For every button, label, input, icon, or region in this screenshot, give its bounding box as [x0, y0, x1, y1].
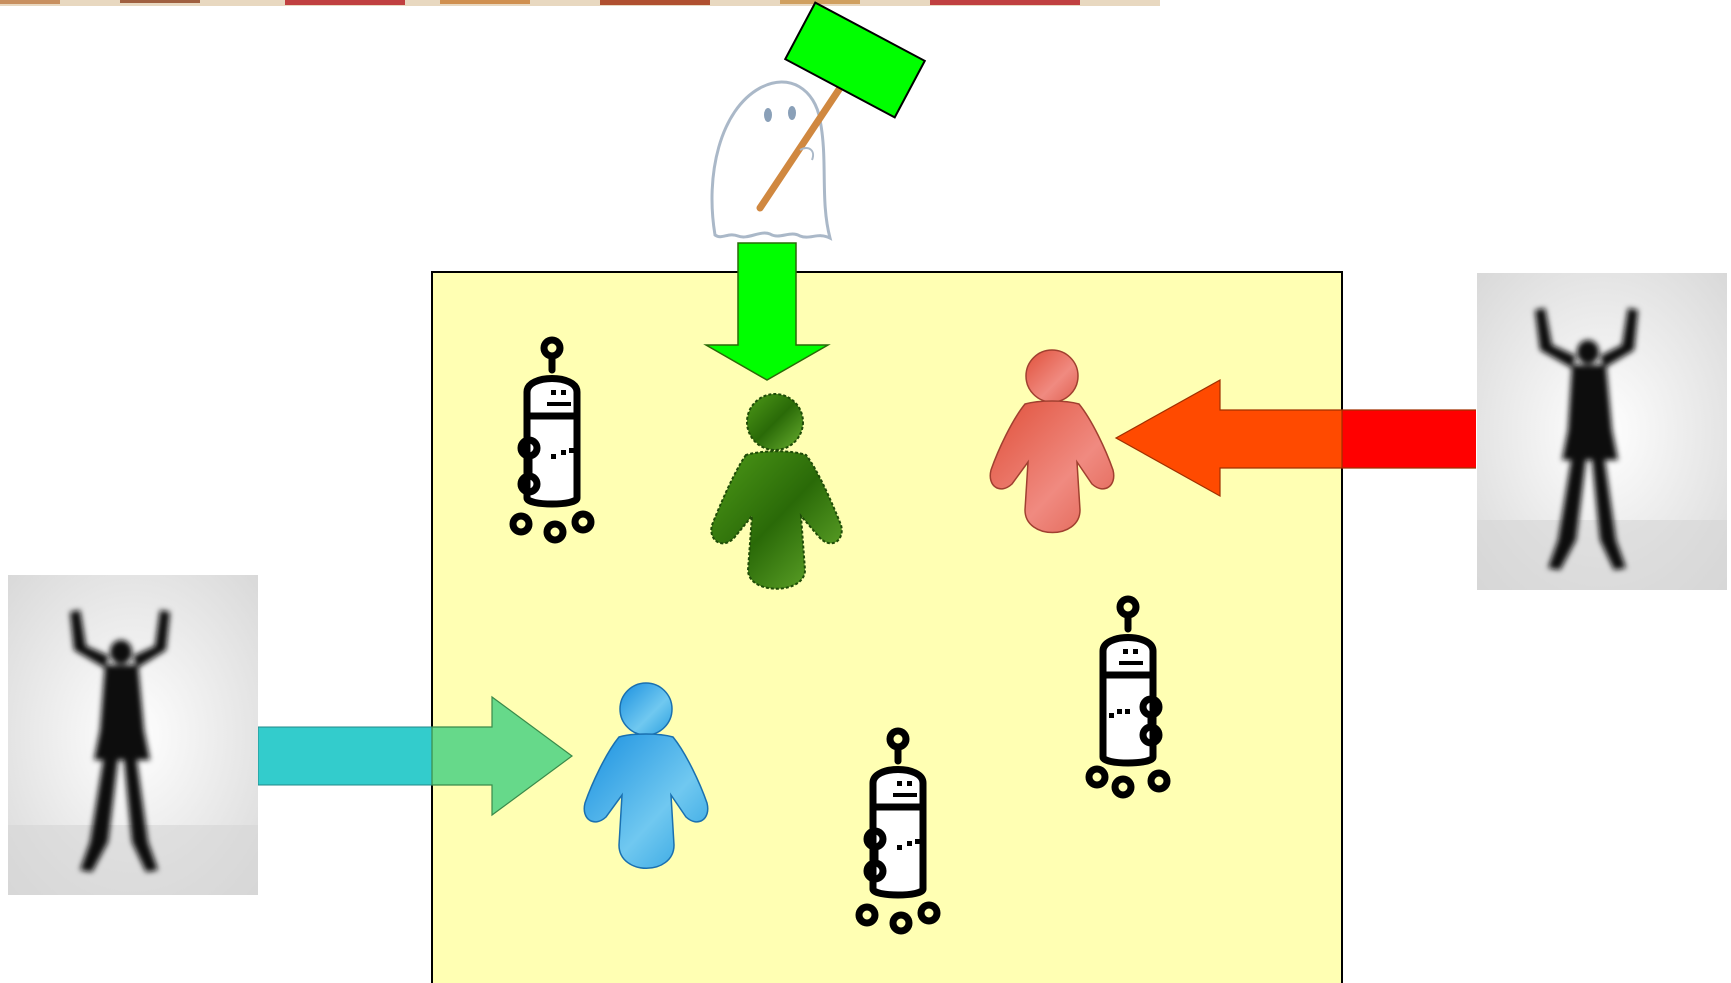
teal-green-arrow-right [257, 695, 574, 817]
ghost-with-sign-icon [710, 1, 927, 241]
silhouette-left-image [8, 575, 258, 895]
robot-icon-2 [1085, 595, 1171, 799]
top-image-strip [0, 0, 1160, 6]
robot-icon-1 [509, 336, 595, 544]
red-orange-arrow-left [1114, 378, 1476, 498]
green-arrow-down [703, 242, 831, 381]
red-person-icon [989, 349, 1115, 534]
robot-icon-3 [855, 727, 941, 935]
blue-person-icon [583, 682, 709, 869]
silhouette-right-image [1477, 273, 1727, 590]
green-person-icon [710, 393, 843, 590]
